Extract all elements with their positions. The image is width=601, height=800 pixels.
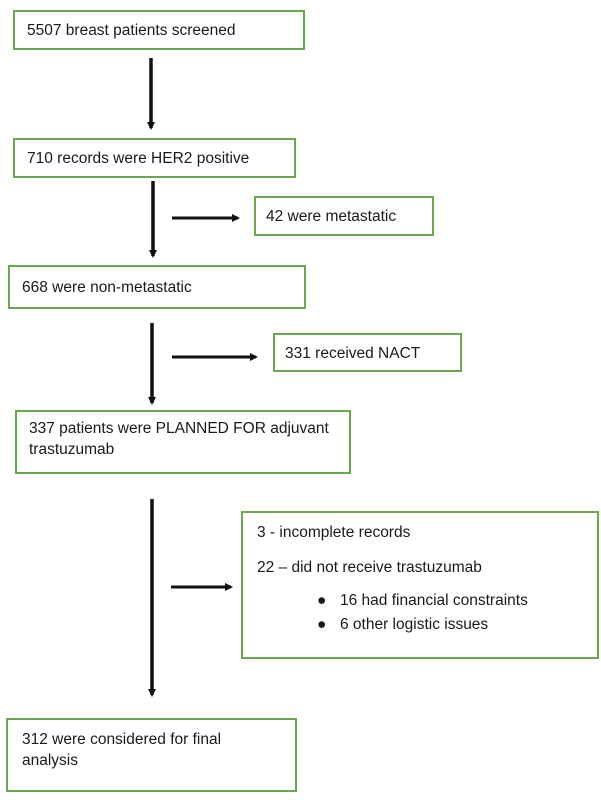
box-her2-positive-text: 710 records were HER2 positive	[27, 150, 250, 167]
box-screened-text: 5507 breast patients screened	[27, 22, 236, 39]
exclusion-logistic-text: 6 other logistic issues	[340, 616, 489, 633]
box-exclusions: 3 - incomplete records 22 – did not rece…	[241, 511, 599, 659]
box-planned: 337 patients were PLANNED FOR adjuvant t…	[15, 410, 351, 474]
exclusion-incomplete-text: 3 - incomplete records	[257, 524, 411, 541]
list-item: ● 6 other logistic issues	[317, 614, 583, 635]
box-metastatic-text: 42 were metastatic	[266, 208, 397, 225]
exclusion-no-trastuzumab-text: 22 – did not receive trastuzumab	[257, 559, 482, 576]
box-planned-text: 337 patients were PLANNED FOR adjuvant t…	[29, 420, 329, 458]
box-nact-text: 331 received NACT	[285, 345, 421, 362]
box-non-metastatic: 668 were non-metastatic	[8, 265, 306, 309]
exclusion-financial-text: 16 had financial constraints	[340, 592, 528, 609]
box-non-metastatic-text: 668 were non-metastatic	[22, 279, 192, 296]
exclusion-bullet-list: ● 16 had financial constraints ● 6 other l…	[257, 590, 583, 635]
bullet-icon: ●	[317, 616, 327, 633]
bullet-icon: ●	[317, 592, 327, 609]
box-final-analysis-text: 312 were considered for final analysis	[22, 731, 222, 769]
list-item: ● 16 had financial constraints	[317, 590, 583, 611]
box-nact: 331 received NACT	[273, 333, 462, 372]
box-metastatic: 42 were metastatic	[254, 196, 434, 236]
box-final-analysis: 312 were considered for final analysis	[6, 718, 297, 792]
box-her2-positive: 710 records were HER2 positive	[13, 138, 296, 178]
box-screened: 5507 breast patients screened	[13, 10, 305, 50]
